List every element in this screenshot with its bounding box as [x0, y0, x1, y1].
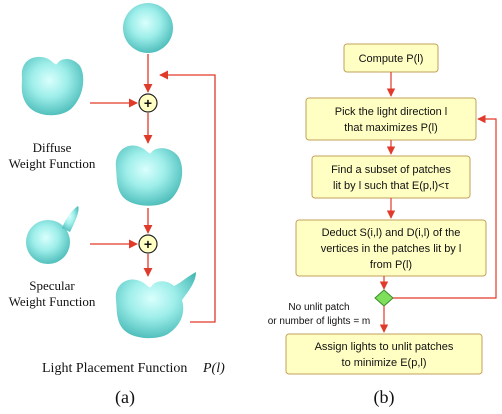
- light-placement-shape: [115, 272, 196, 339]
- light-placement-label: Light Placement Function: [42, 361, 187, 376]
- feedback-loop-arrow-b: [393, 114, 497, 299]
- flow-box-compute-text: Compute P(l): [359, 53, 424, 65]
- decision-label-line1: No unlit patch: [288, 302, 349, 313]
- specular-spike-shape: [62, 206, 79, 232]
- decision-diamond: [374, 289, 394, 307]
- flow-box-deduct-line1: Deduct S(i,l) and D(i,l) of the: [322, 227, 461, 239]
- flow-box-assign-lights-line1: Assign lights to unlit patches: [315, 341, 454, 353]
- plus-node-1: [138, 93, 158, 113]
- flow-box-deduct-line3: from P(l): [370, 259, 412, 271]
- panel-a: Diffuse Weight Function Specular Weight …: [9, 3, 225, 408]
- diffuse-weight-shape: [21, 56, 84, 116]
- plus-node-2: [138, 234, 158, 254]
- flow-box-deduct: [295, 219, 487, 277]
- flow-box-pick-light-line2: that maximizes P(l): [344, 122, 438, 134]
- plus-node-2-symbol: +: [144, 236, 152, 252]
- flow-box-find-subset-line2: lit by l such that E(p,l)<τ: [333, 180, 450, 192]
- flow-box-pick-light-line1: Pick the light direction l: [335, 106, 448, 118]
- combined-shape: [115, 145, 183, 206]
- specular-label-line2: Weight Function: [9, 294, 96, 309]
- diffuse-label-line2: Weight Function: [9, 156, 96, 171]
- decision-label-line2: or number of lights = m: [268, 316, 371, 327]
- specular-label-line1: Specular: [29, 278, 75, 293]
- flow-box-find-subset-line1: Find a subset of patches: [331, 164, 451, 176]
- feedback-loop-arrow-a: [159, 70, 216, 323]
- diffuse-label-line1: Diffuse: [33, 140, 72, 155]
- panel-b-label: (b): [374, 387, 395, 408]
- plus-node-1-symbol: +: [144, 95, 152, 111]
- base-sphere-shape: [123, 3, 173, 53]
- specular-weight-shape: [26, 220, 70, 264]
- panel-b: Compute P(l) Pick the light direction l …: [268, 43, 497, 408]
- flow-box-deduct-line2: vertices in the patches lit by l: [321, 243, 462, 255]
- flow-box-assign-lights-line2: to minimize E(p,l): [342, 357, 427, 369]
- panel-a-label: (a): [115, 387, 135, 408]
- light-placement-symbol: P(l): [202, 361, 225, 376]
- flow-box-assign-lights: [285, 333, 483, 375]
